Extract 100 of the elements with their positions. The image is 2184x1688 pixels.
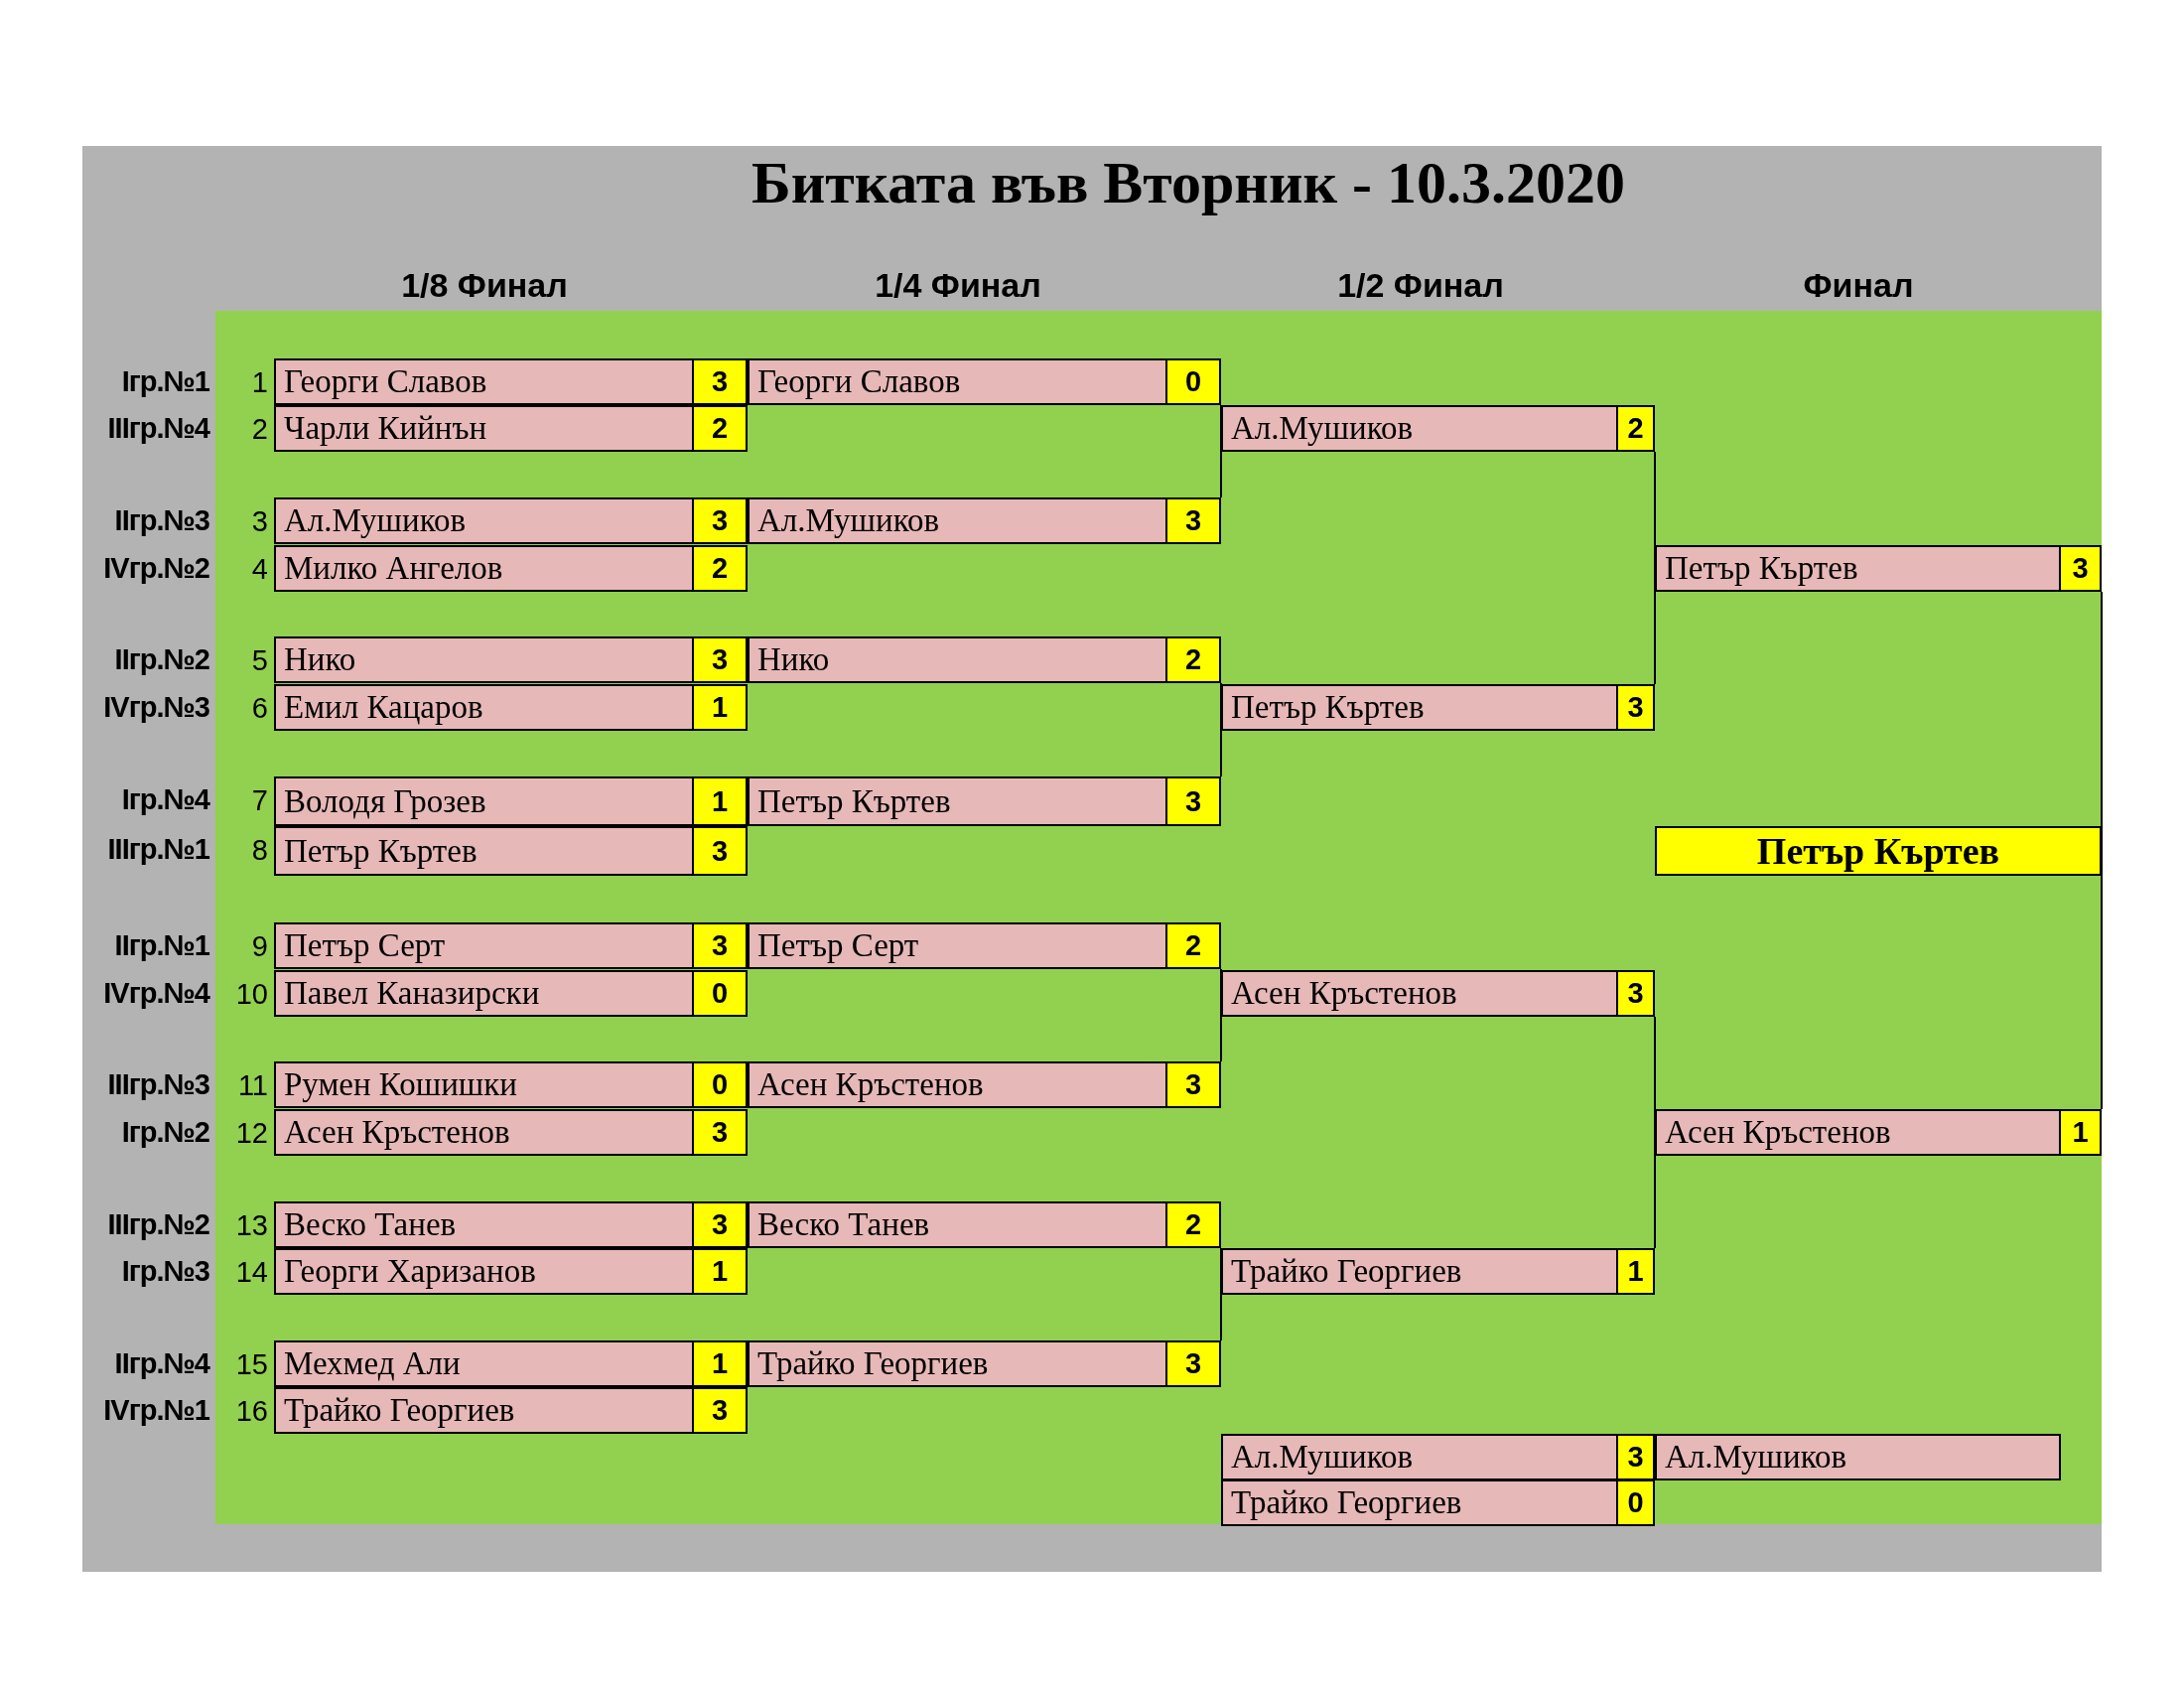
score-cell: 3	[1165, 778, 1219, 824]
score-cell: 3	[1616, 972, 1653, 1015]
round-heading: 1/2 Финал	[1337, 266, 1504, 305]
player-name: Георги Славов	[283, 365, 488, 398]
score-cell: 3	[692, 1203, 746, 1246]
player-name: Чарли Кийнън	[283, 412, 488, 445]
player-entry	[1221, 970, 1655, 1017]
score-cell: 3	[692, 828, 746, 874]
player-entry	[1221, 1479, 1655, 1526]
player-name: Нико	[756, 643, 831, 676]
score-cell: 1	[2059, 1111, 2100, 1154]
score-cell: 2	[1165, 924, 1219, 967]
seed-number: 12	[235, 1117, 268, 1150]
player-name: Георги Славов	[756, 365, 962, 398]
title: Битката във Вторник - 10.3.2020	[751, 149, 1626, 217]
player-entry	[1221, 1434, 1655, 1480]
score-cell: 3	[692, 638, 746, 681]
seed-number: 3	[251, 505, 268, 538]
seed-number: 6	[251, 692, 268, 725]
seed-number: 2	[251, 413, 268, 446]
player-name: Ал.Мушиков	[1230, 412, 1415, 445]
player-name: Трайко Георгиев	[1230, 1486, 1463, 1519]
seed-number: 1	[251, 366, 268, 399]
score-cell: 2	[1165, 1203, 1219, 1246]
score-cell: 3	[1165, 499, 1219, 542]
score-cell: 0	[692, 1063, 746, 1106]
player-entry	[274, 922, 748, 969]
seed-number: 7	[251, 784, 268, 817]
player-entry	[748, 497, 1221, 544]
player-entry	[1655, 545, 2102, 592]
score-cell: 3	[1165, 1063, 1219, 1106]
round-heading: 1/8 Финал	[401, 266, 568, 305]
player-entry	[748, 922, 1221, 969]
score-cell: 0	[692, 972, 746, 1015]
player-name: Асен Кръстенов	[1664, 1116, 1892, 1149]
score-cell: 0	[1616, 1481, 1653, 1524]
score-cell: 2	[1616, 407, 1653, 450]
seed-number: 14	[235, 1256, 268, 1289]
score-cell: 3	[1616, 686, 1653, 729]
score-cell: 1	[692, 1250, 746, 1293]
seed-label: IIIгр.№2	[107, 1208, 209, 1241]
score-cell: 3	[1616, 1436, 1653, 1478]
score-cell: 1	[1616, 1250, 1653, 1293]
seed-label: Iгр.№4	[121, 783, 209, 816]
player-entry	[274, 1248, 748, 1295]
player-name: Георги Харизанов	[283, 1255, 537, 1288]
player-name: Петър Серт	[756, 929, 920, 962]
score-cell: 3	[692, 924, 746, 967]
score-cell: 1	[692, 778, 746, 824]
score-cell: 2	[692, 547, 746, 590]
score-cell: 3	[1165, 1342, 1219, 1385]
score-cell: 2	[692, 407, 746, 450]
player-entry	[748, 1340, 1221, 1387]
player-entry	[274, 1201, 748, 1248]
player-entry	[1655, 1109, 2102, 1156]
player-entry	[274, 1340, 748, 1387]
player-name: Трайко Георгиев	[1230, 1255, 1463, 1288]
round-heading: Финал	[1803, 266, 1914, 305]
score-cell: 3	[692, 1111, 746, 1154]
player-entry	[274, 358, 748, 405]
seed-label: IVгр.№3	[103, 691, 209, 724]
player-entry	[748, 636, 1221, 683]
seed-number: 5	[251, 644, 268, 677]
player-entry	[274, 776, 748, 826]
player-name: Нико	[283, 643, 357, 676]
player-name: Петър Къртев	[1230, 691, 1426, 724]
player-name: Володя Грозев	[283, 784, 487, 818]
player-name: Петър Къртев	[283, 834, 478, 868]
player-entry	[274, 684, 748, 731]
player-name: Ал.Мушиков	[1664, 1441, 1848, 1474]
seed-number: 15	[235, 1348, 268, 1381]
player-entry	[274, 497, 748, 544]
player-entry	[274, 1061, 748, 1108]
seed-number: 8	[251, 834, 268, 867]
player-name: Веско Танев	[756, 1208, 931, 1241]
seed-label: IIIгр.№3	[107, 1068, 209, 1101]
score-cell: 0	[1165, 360, 1219, 403]
seed-label: IVгр.№4	[103, 977, 209, 1010]
seed-label: IIIгр.№4	[107, 412, 209, 445]
seed-number: 9	[251, 930, 268, 963]
seed-label: IVгр.№1	[103, 1394, 209, 1427]
seed-label: Iгр.№3	[121, 1255, 209, 1288]
player-name: Румен Кошишки	[283, 1068, 518, 1101]
player-entry	[748, 776, 1221, 826]
player-entry	[748, 1201, 1221, 1248]
seed-label: Iгр.№1	[121, 365, 209, 398]
score-cell: 3	[692, 1389, 746, 1432]
seed-number: 11	[237, 1069, 268, 1102]
player-name: Емил Кацаров	[283, 691, 484, 724]
player-name: Трайко Георгиев	[756, 1347, 990, 1380]
player-name: Трайко Георгиев	[283, 1394, 516, 1427]
player-name: Асен Кръстенов	[756, 1068, 985, 1101]
seed-label: IIгр.№4	[114, 1347, 209, 1380]
seed-number: 13	[235, 1209, 268, 1242]
player-entry	[748, 358, 1221, 405]
round-heading: 1/4 Финал	[875, 266, 1041, 305]
seed-number: 10	[235, 978, 268, 1011]
player-name: Ал.Мушиков	[283, 504, 468, 537]
player-entry	[1221, 1248, 1655, 1295]
player-name: Петър Серт	[283, 929, 447, 962]
